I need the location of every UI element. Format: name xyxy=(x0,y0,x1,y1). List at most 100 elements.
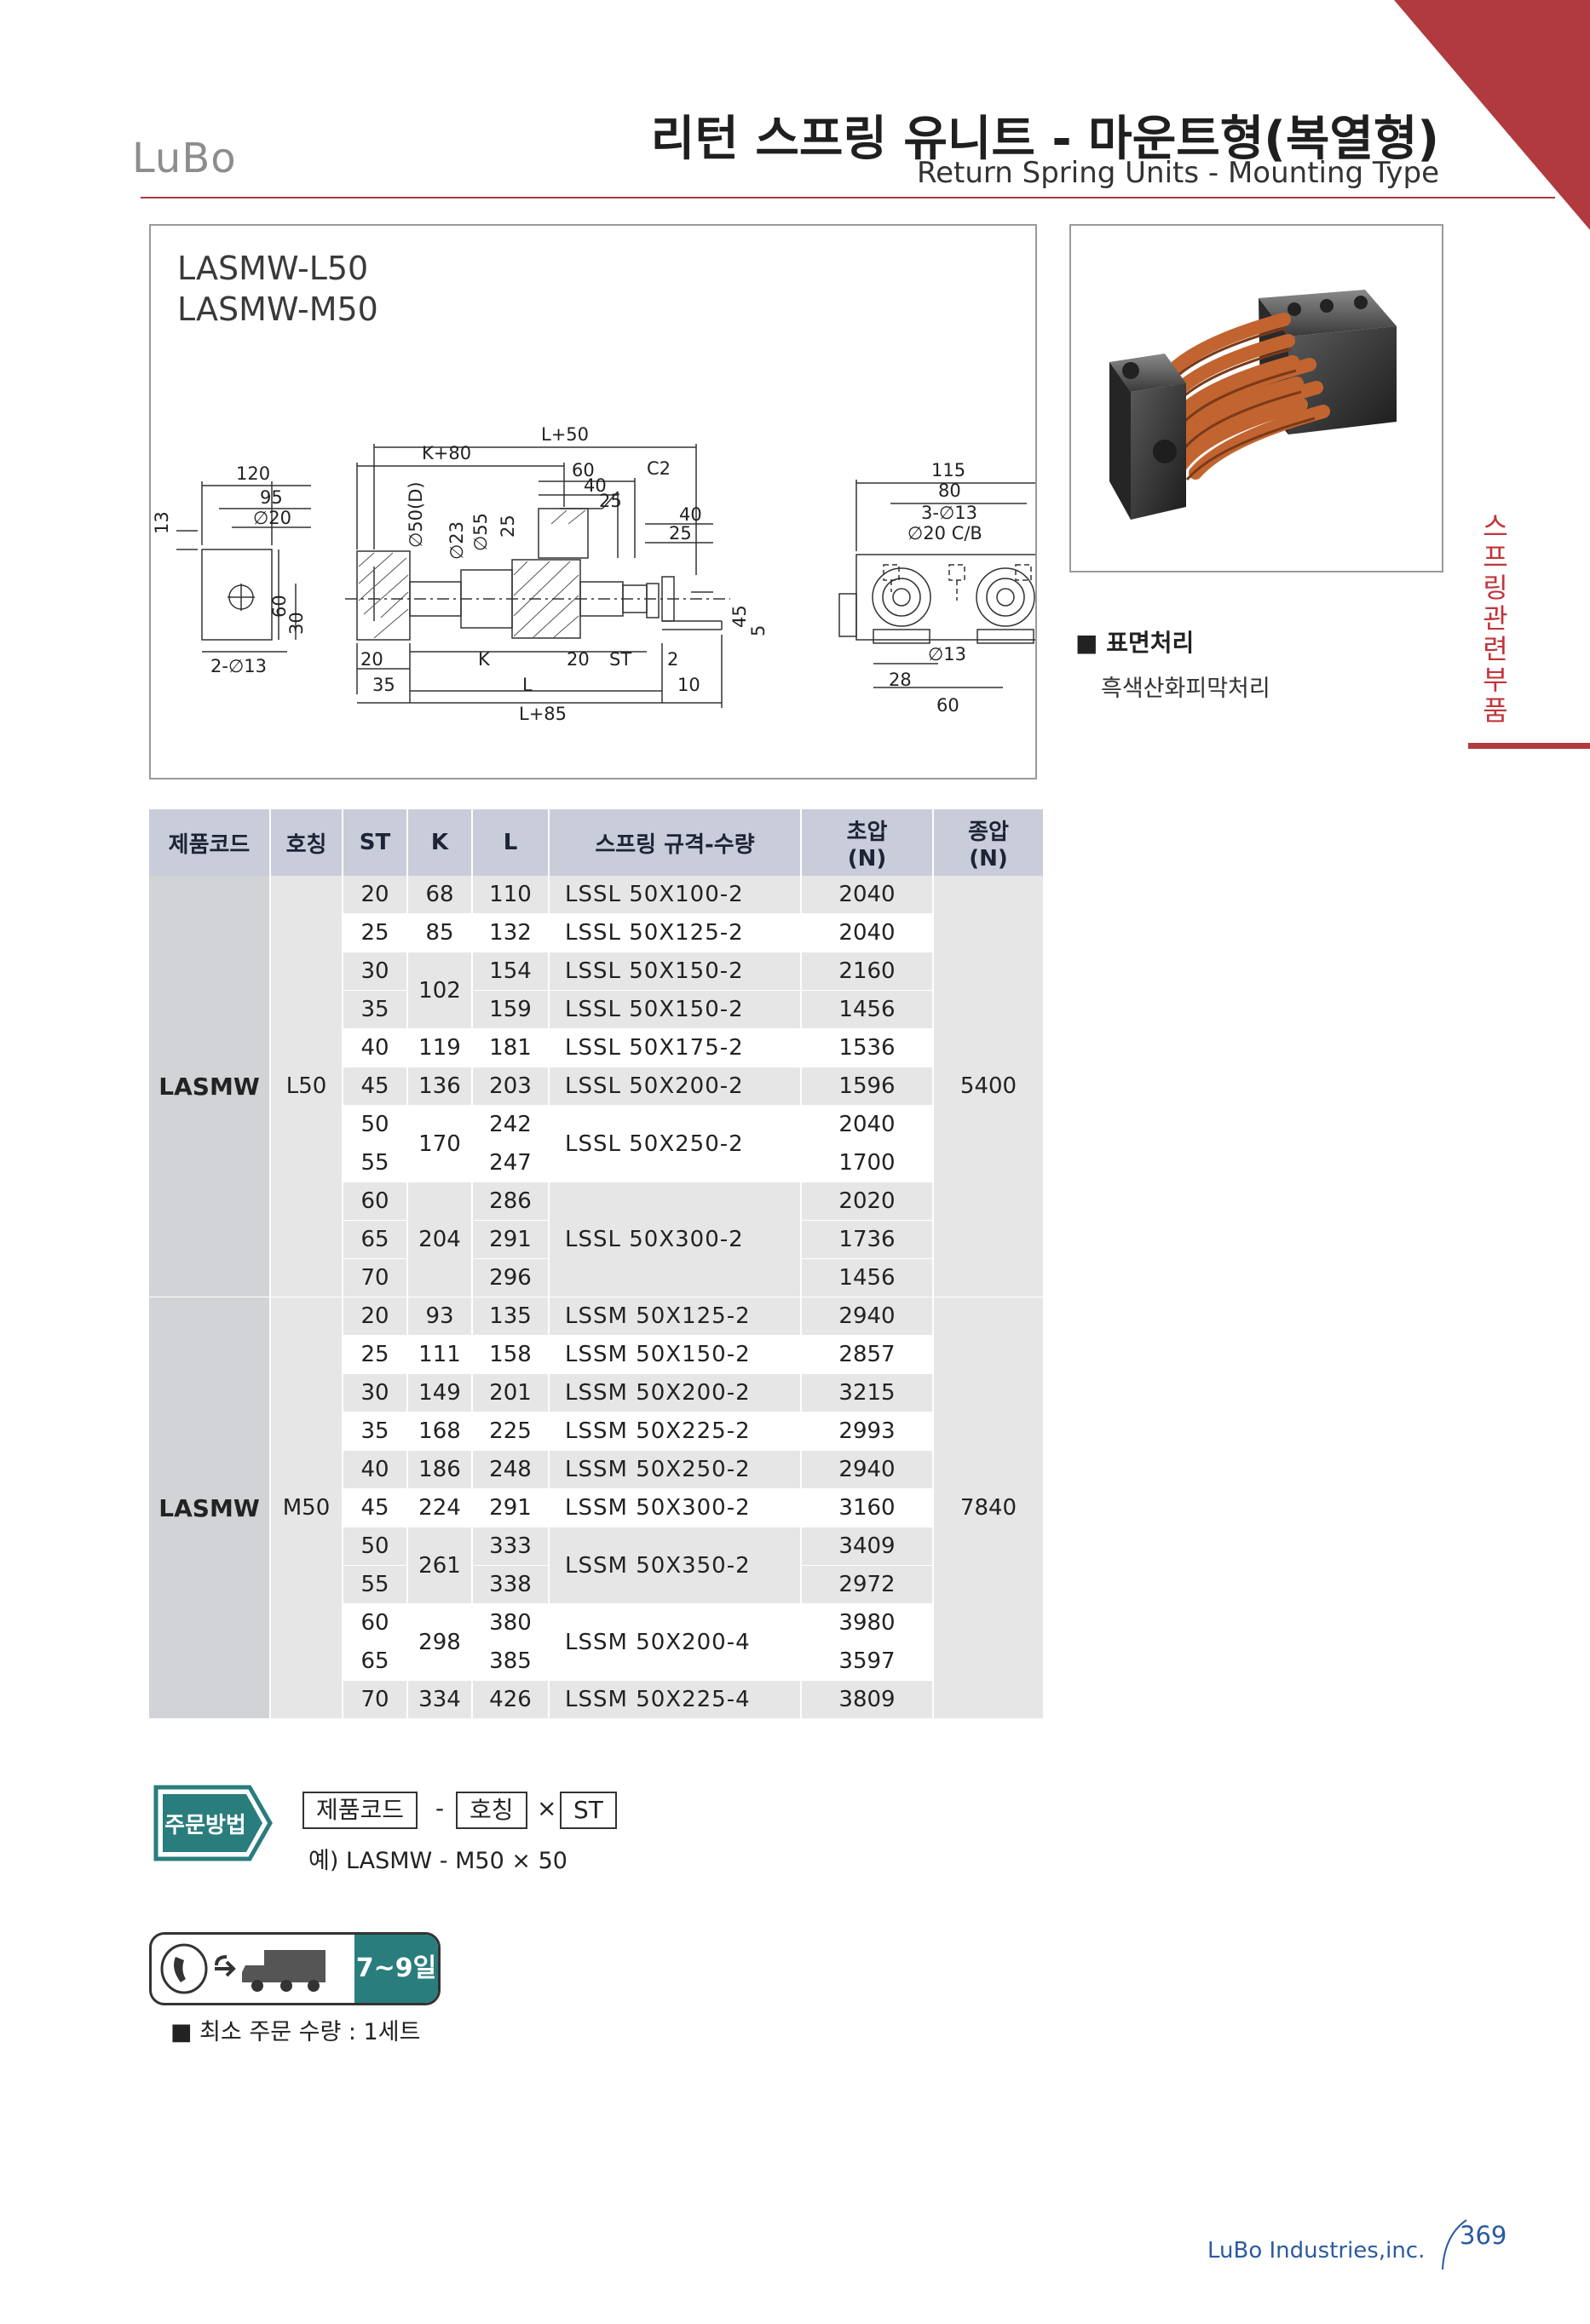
dim-label: ST xyxy=(609,649,631,670)
table-row: 70 334 426 LSSM 50X225-4 3809 xyxy=(149,1680,1044,1719)
order-field-stroke: ST xyxy=(560,1792,617,1829)
k-cell: 204 xyxy=(407,1182,473,1297)
l-cell: 242 xyxy=(472,1105,550,1144)
l-cell: 158 xyxy=(472,1335,550,1374)
model-name: LASMW-L50 xyxy=(177,250,369,287)
dim-label: L+85 xyxy=(519,704,567,724)
initial-load-cell: 3809 xyxy=(801,1680,934,1719)
spring-cell: LSSM 50X350-2 xyxy=(549,1527,802,1604)
dim-label: 35 xyxy=(372,675,395,695)
dim-label: 20 xyxy=(360,649,383,670)
l-cell: 380 xyxy=(472,1603,550,1642)
dim-label: 2 xyxy=(667,649,678,670)
st-cell: 35 xyxy=(343,1412,408,1451)
l-cell: 426 xyxy=(472,1680,550,1719)
side-view-block xyxy=(201,549,273,641)
product-illustration xyxy=(1109,290,1397,520)
dim-label: ∅55 xyxy=(470,513,491,551)
spring-cell: LSSM 50X300-2 xyxy=(549,1488,802,1527)
drawing-svg: 120 95 ∅20 13 60 30 2-∅13 L+50 K+80 60 4… xyxy=(152,424,1035,724)
st-cell: 60 xyxy=(343,1603,408,1642)
corner-accent xyxy=(1394,0,1590,230)
column-header: L xyxy=(472,809,550,876)
l-cell: 225 xyxy=(472,1412,550,1451)
initial-load-cell: 2972 xyxy=(801,1565,934,1604)
dim-label: 30 xyxy=(286,612,307,635)
dim-label: L xyxy=(522,675,533,695)
table-row: 40 186 248 LSSM 50X250-2 2940 xyxy=(149,1450,1044,1489)
dim-label: 25 xyxy=(599,491,622,511)
column-header: 종압 (N) xyxy=(933,809,1045,876)
table-row: 60 204 286 LSSL 50X300-2 2020 xyxy=(149,1182,1044,1297)
dim-label: K+80 xyxy=(422,443,471,463)
final-load-cell: 5400 xyxy=(933,876,1045,1297)
dim-label: 10 xyxy=(677,675,700,695)
dim-label: 13 xyxy=(152,511,172,534)
surface-treatment-title: ■ 표면처리 xyxy=(1075,629,1195,657)
l-cell: 110 xyxy=(472,876,550,914)
spring-cell: LSSL 50X250-2 xyxy=(549,1105,802,1182)
surface-treatment-value: 흑색산화피막처리 xyxy=(1101,676,1270,702)
dim-label: 95 xyxy=(260,487,283,508)
side-category-tab: 스프링관련부품 xyxy=(1483,510,1508,727)
table-header-row: 제품코드 호칭 ST K L 스프링 규격-수량 초압 (N) 종압 (N) xyxy=(149,809,1045,876)
spring-cell: LSSM 50X250-2 xyxy=(549,1450,802,1489)
st-cell: 25 xyxy=(343,1335,408,1374)
dim-label: 25 xyxy=(669,523,692,544)
initial-load-cell: 2993 xyxy=(801,1412,934,1451)
truck-icon xyxy=(242,1950,325,1992)
spring-cell: LSSM 50X125-2 xyxy=(549,1297,802,1336)
initial-load-cell: 3409 xyxy=(801,1527,934,1566)
l-cell: 291 xyxy=(472,1488,550,1527)
l-cell: 247 xyxy=(472,1143,550,1182)
model-name: LASMW-M50 xyxy=(177,290,378,328)
dim-label: 45 xyxy=(729,605,750,628)
column-header: 호칭 xyxy=(270,809,343,876)
initial-load-cell: 1536 xyxy=(801,1028,934,1067)
order-separator: × xyxy=(537,1794,557,1822)
spring-cell: LSSL 50X150-2 xyxy=(549,990,802,1029)
table-row: 40 119 181 LSSL 50X175-2 1536 xyxy=(149,1028,1044,1067)
k-cell: 119 xyxy=(407,1028,473,1067)
st-cell: 70 xyxy=(343,1680,408,1719)
order-method-label: 주문방법 xyxy=(164,1813,246,1838)
technical-drawing: LASMW-L50 LASMW-M50 xyxy=(149,224,1037,779)
dim-label: ∅20 xyxy=(253,508,291,528)
table-row: 30 149 201 LSSM 50X200-2 3215 xyxy=(149,1373,1044,1412)
st-cell: 20 xyxy=(343,1297,408,1336)
initial-load-cell: 1456 xyxy=(801,990,934,1029)
spring-cell: LSSM 50X200-2 xyxy=(549,1373,802,1412)
k-cell: 102 xyxy=(407,952,473,1029)
footer-company: LuBo Industries,inc. xyxy=(1207,2238,1426,2264)
k-cell: 68 xyxy=(407,876,473,914)
initial-load-cell: 2160 xyxy=(801,952,934,991)
dim-label: 60 xyxy=(572,460,595,480)
st-cell: 50 xyxy=(343,1105,408,1144)
delivery-badge: 7~9일 xyxy=(149,1932,441,2005)
page-title: 리턴 스프링 유니트 - 마운트형(복열형) xyxy=(650,112,1439,167)
surface-treatment-label: 표면처리 xyxy=(1106,629,1195,657)
l-cell: 159 xyxy=(472,990,550,1029)
l-cell: 333 xyxy=(472,1527,550,1566)
delivery-icons xyxy=(160,1943,325,1994)
l-cell: 203 xyxy=(472,1067,550,1106)
k-cell: 298 xyxy=(407,1603,473,1681)
table-row: LASMW L50 20 68 110 LSSL 50X100-2 2040 5… xyxy=(149,876,1045,1297)
spring-cell: LSSL 50X200-2 xyxy=(549,1067,802,1106)
column-header: K xyxy=(407,809,473,876)
product-photo xyxy=(1069,224,1443,572)
dim-label: 60 xyxy=(269,595,290,618)
column-header: 스프링 규격-수량 xyxy=(549,809,802,876)
end-view-bore-left xyxy=(872,567,931,627)
dim-label: 3-∅13 xyxy=(921,503,977,523)
spring-cell: LSSL 50X100-2 xyxy=(549,876,802,914)
l-cell: 291 xyxy=(472,1220,550,1259)
l-cell: 248 xyxy=(472,1450,550,1489)
table-row: 35 168 225 LSSM 50X225-2 2993 xyxy=(149,1412,1044,1451)
l-cell: 385 xyxy=(472,1642,550,1681)
column-header: 제품코드 xyxy=(149,809,271,876)
dim-label: K xyxy=(478,649,491,670)
k-cell: 85 xyxy=(407,913,473,952)
order-field-size: 호칭 xyxy=(456,1792,527,1829)
st-cell: 30 xyxy=(343,1373,408,1412)
